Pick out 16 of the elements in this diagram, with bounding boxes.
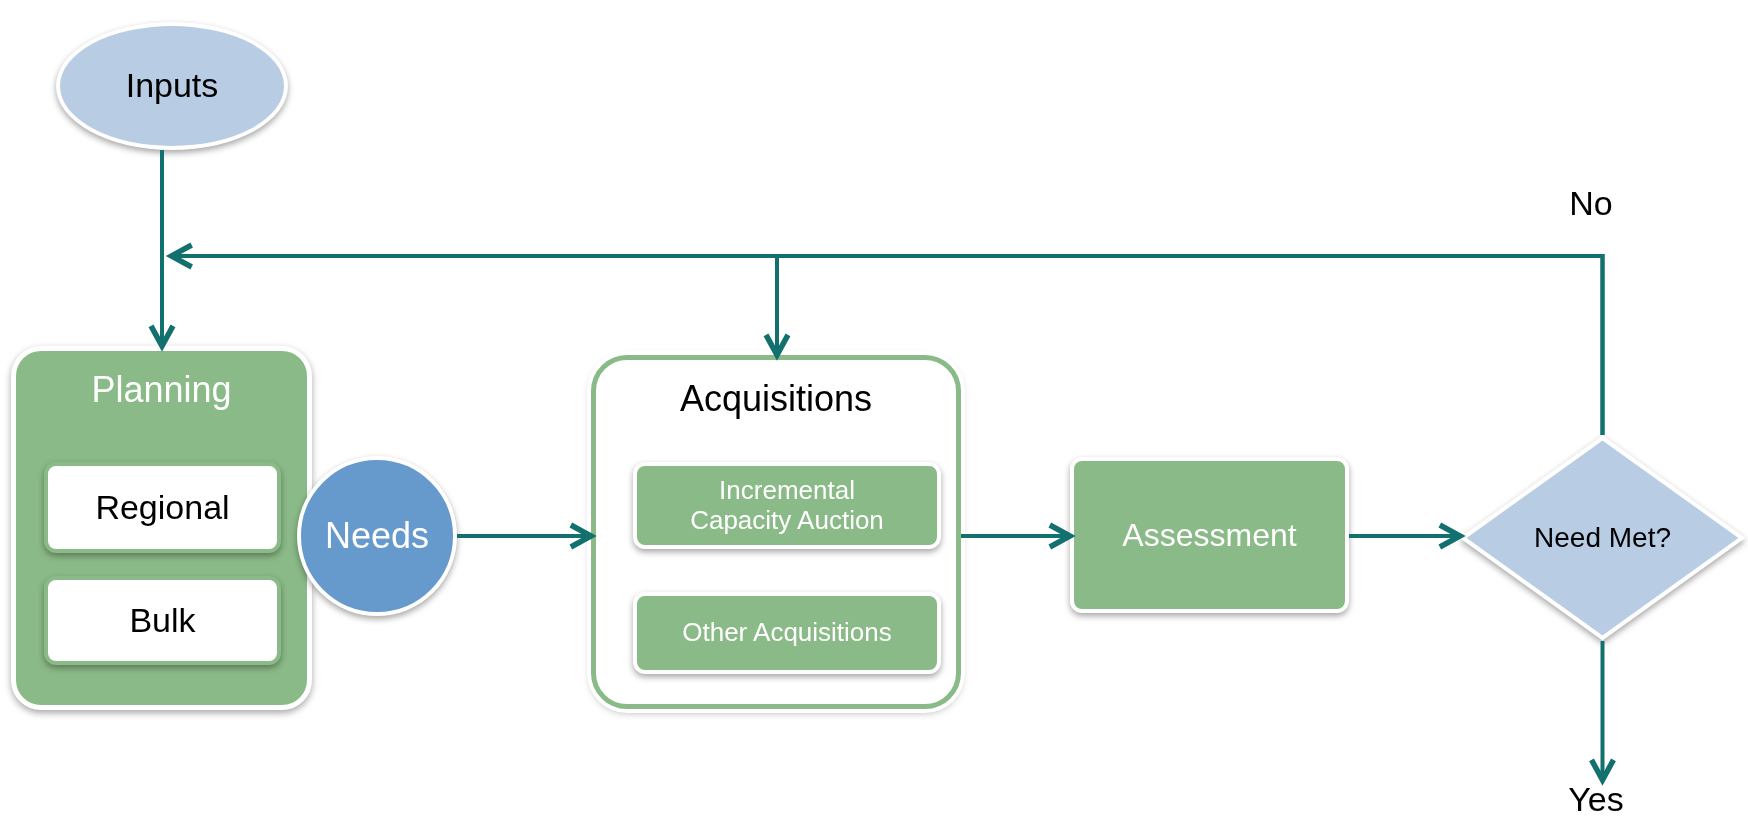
arrow — [1588, 641, 1617, 783]
edge-label: No — [1569, 184, 1613, 223]
node-label: Acquisitions — [679, 378, 873, 420]
node-label: Assessment — [1122, 516, 1297, 554]
node-label: Need Met? — [1534, 521, 1671, 555]
node-label: Incremental Capacity Auction — [689, 475, 885, 536]
node-label: Needs — [324, 515, 430, 557]
node-label: Regional — [95, 487, 230, 528]
edge-label: Yes — [1568, 780, 1624, 817]
node-label: Other Acquisitions — [682, 618, 892, 648]
arrow — [961, 522, 1073, 550]
node-label: Planning — [91, 369, 232, 411]
arrow — [1349, 522, 1463, 550]
node-label: Inputs — [125, 66, 219, 106]
node-label: Bulk — [129, 600, 196, 641]
arrow — [763, 254, 1605, 435]
